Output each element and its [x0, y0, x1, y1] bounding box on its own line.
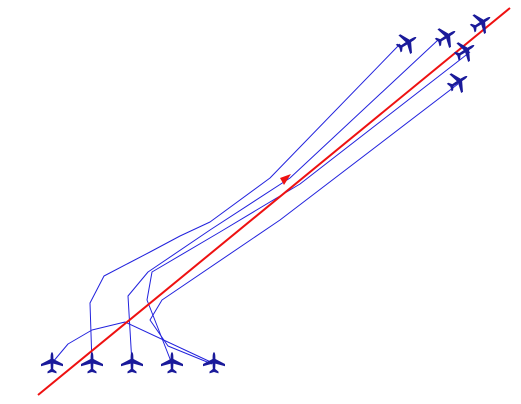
airplane-icon — [450, 35, 481, 66]
airplane-icon — [392, 27, 423, 58]
flight-paths — [51, 39, 471, 365]
airplane-icon — [41, 352, 63, 374]
flight-path-4 — [146, 51, 471, 365]
flight-path-3 — [127, 39, 439, 365]
aircraft-destination-cluster — [392, 7, 497, 97]
airplane-icon — [431, 21, 462, 52]
flight-path-5 — [149, 83, 459, 365]
direction-arrow-icon — [280, 174, 291, 185]
flight-path-1 — [51, 321, 216, 365]
flight-path-2 — [89, 43, 401, 365]
airplane-icon — [81, 352, 103, 374]
airplane-icon — [121, 352, 143, 374]
airplane-icon — [161, 352, 183, 374]
reference-line — [37, 7, 511, 396]
airplane-icon — [203, 352, 225, 374]
